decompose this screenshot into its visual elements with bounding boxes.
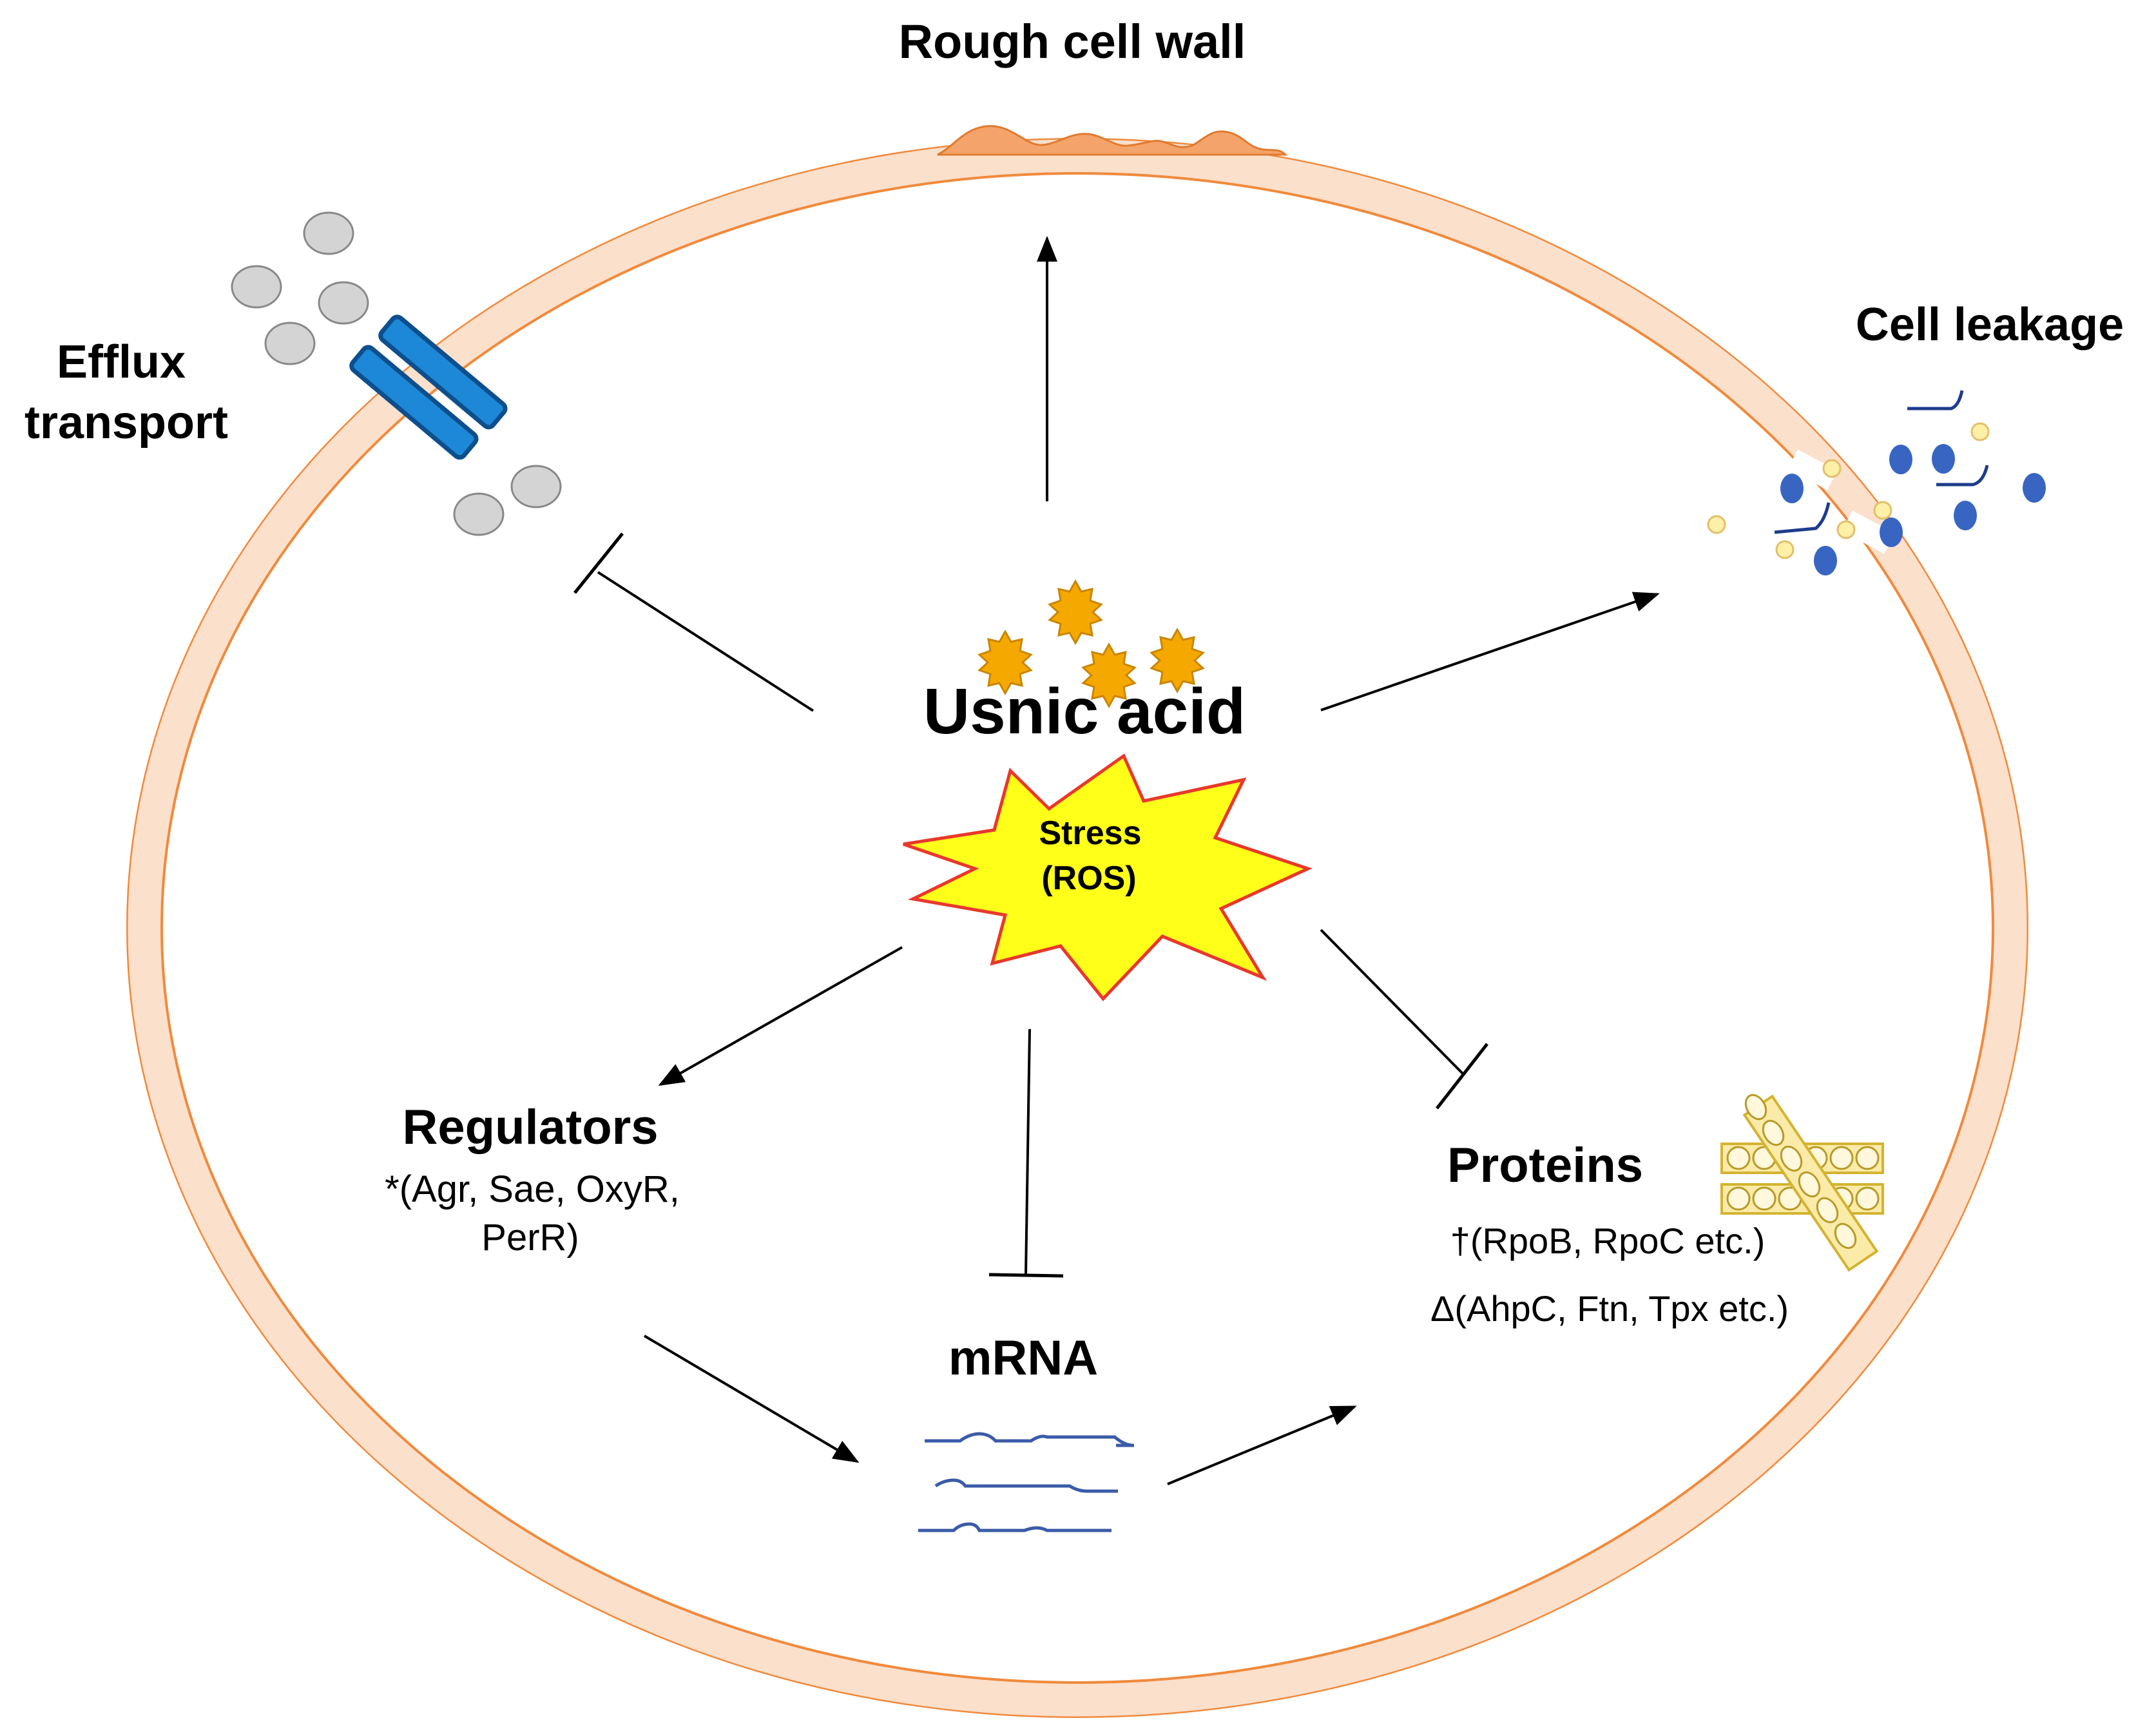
leakage-particles-icon: [1707, 390, 2046, 575]
proteins-detail-line2: Δ(AhpC, Ftn, Tpx etc.): [1430, 1288, 1789, 1329]
connectors: [573, 236, 1660, 1485]
efflux-label-line1: Efflux: [57, 336, 186, 388]
inhibit-efflux-bar: [573, 532, 624, 594]
efflux-transporter-icon: [349, 314, 508, 460]
rough-cell-wall-label: Rough cell wall: [899, 15, 1246, 68]
efflux-label-line2: transport: [24, 397, 228, 449]
mrna-label: mRNA: [948, 1331, 1098, 1385]
efflux-gray-particles: [231, 211, 562, 536]
arrow-to-leakage: [1320, 592, 1660, 711]
usnic-acid-label: Usnic acid: [923, 675, 1246, 748]
arrow-to-regulators: [658, 946, 903, 1086]
stress-label: Stress: [1039, 815, 1142, 852]
inhibit-efflux-line: [597, 571, 814, 712]
membrane-gap: [1787, 449, 1896, 554]
cell-membrane: [126, 138, 2028, 1718]
protein-complex-icon: [1720, 1094, 1884, 1272]
rough-wall-ridge: [937, 125, 1288, 156]
regulators-detail-line2: PerR): [481, 1217, 579, 1259]
regulators-detail-line1: *(Agr, Sae, OxyR,: [385, 1168, 680, 1210]
stress-burst-icon: [903, 753, 1313, 1001]
arrow-regulators-to-mrna: [643, 1335, 860, 1463]
inhibit-proteins-bar: [1436, 1043, 1488, 1110]
inhibit-mrna-bar: [988, 1273, 1064, 1278]
proteins-label: Proteins: [1447, 1138, 1643, 1193]
cell-leakage-label: Cell leakage: [1856, 299, 2124, 351]
mrna-strand-icon: [918, 1432, 1135, 1532]
regulators-label: Regulators: [403, 1100, 659, 1155]
arrow-mrna-to-proteins: [1167, 1405, 1357, 1485]
ros-label: (ROS): [1041, 860, 1136, 897]
usnic-acid-star-icon: [977, 579, 1205, 709]
inhibit-proteins-line: [1320, 929, 1465, 1076]
proteins-detail-line1: †(RpoB, RpoC etc.): [1450, 1220, 1766, 1261]
inhibit-mrna-line: [1025, 1028, 1031, 1275]
